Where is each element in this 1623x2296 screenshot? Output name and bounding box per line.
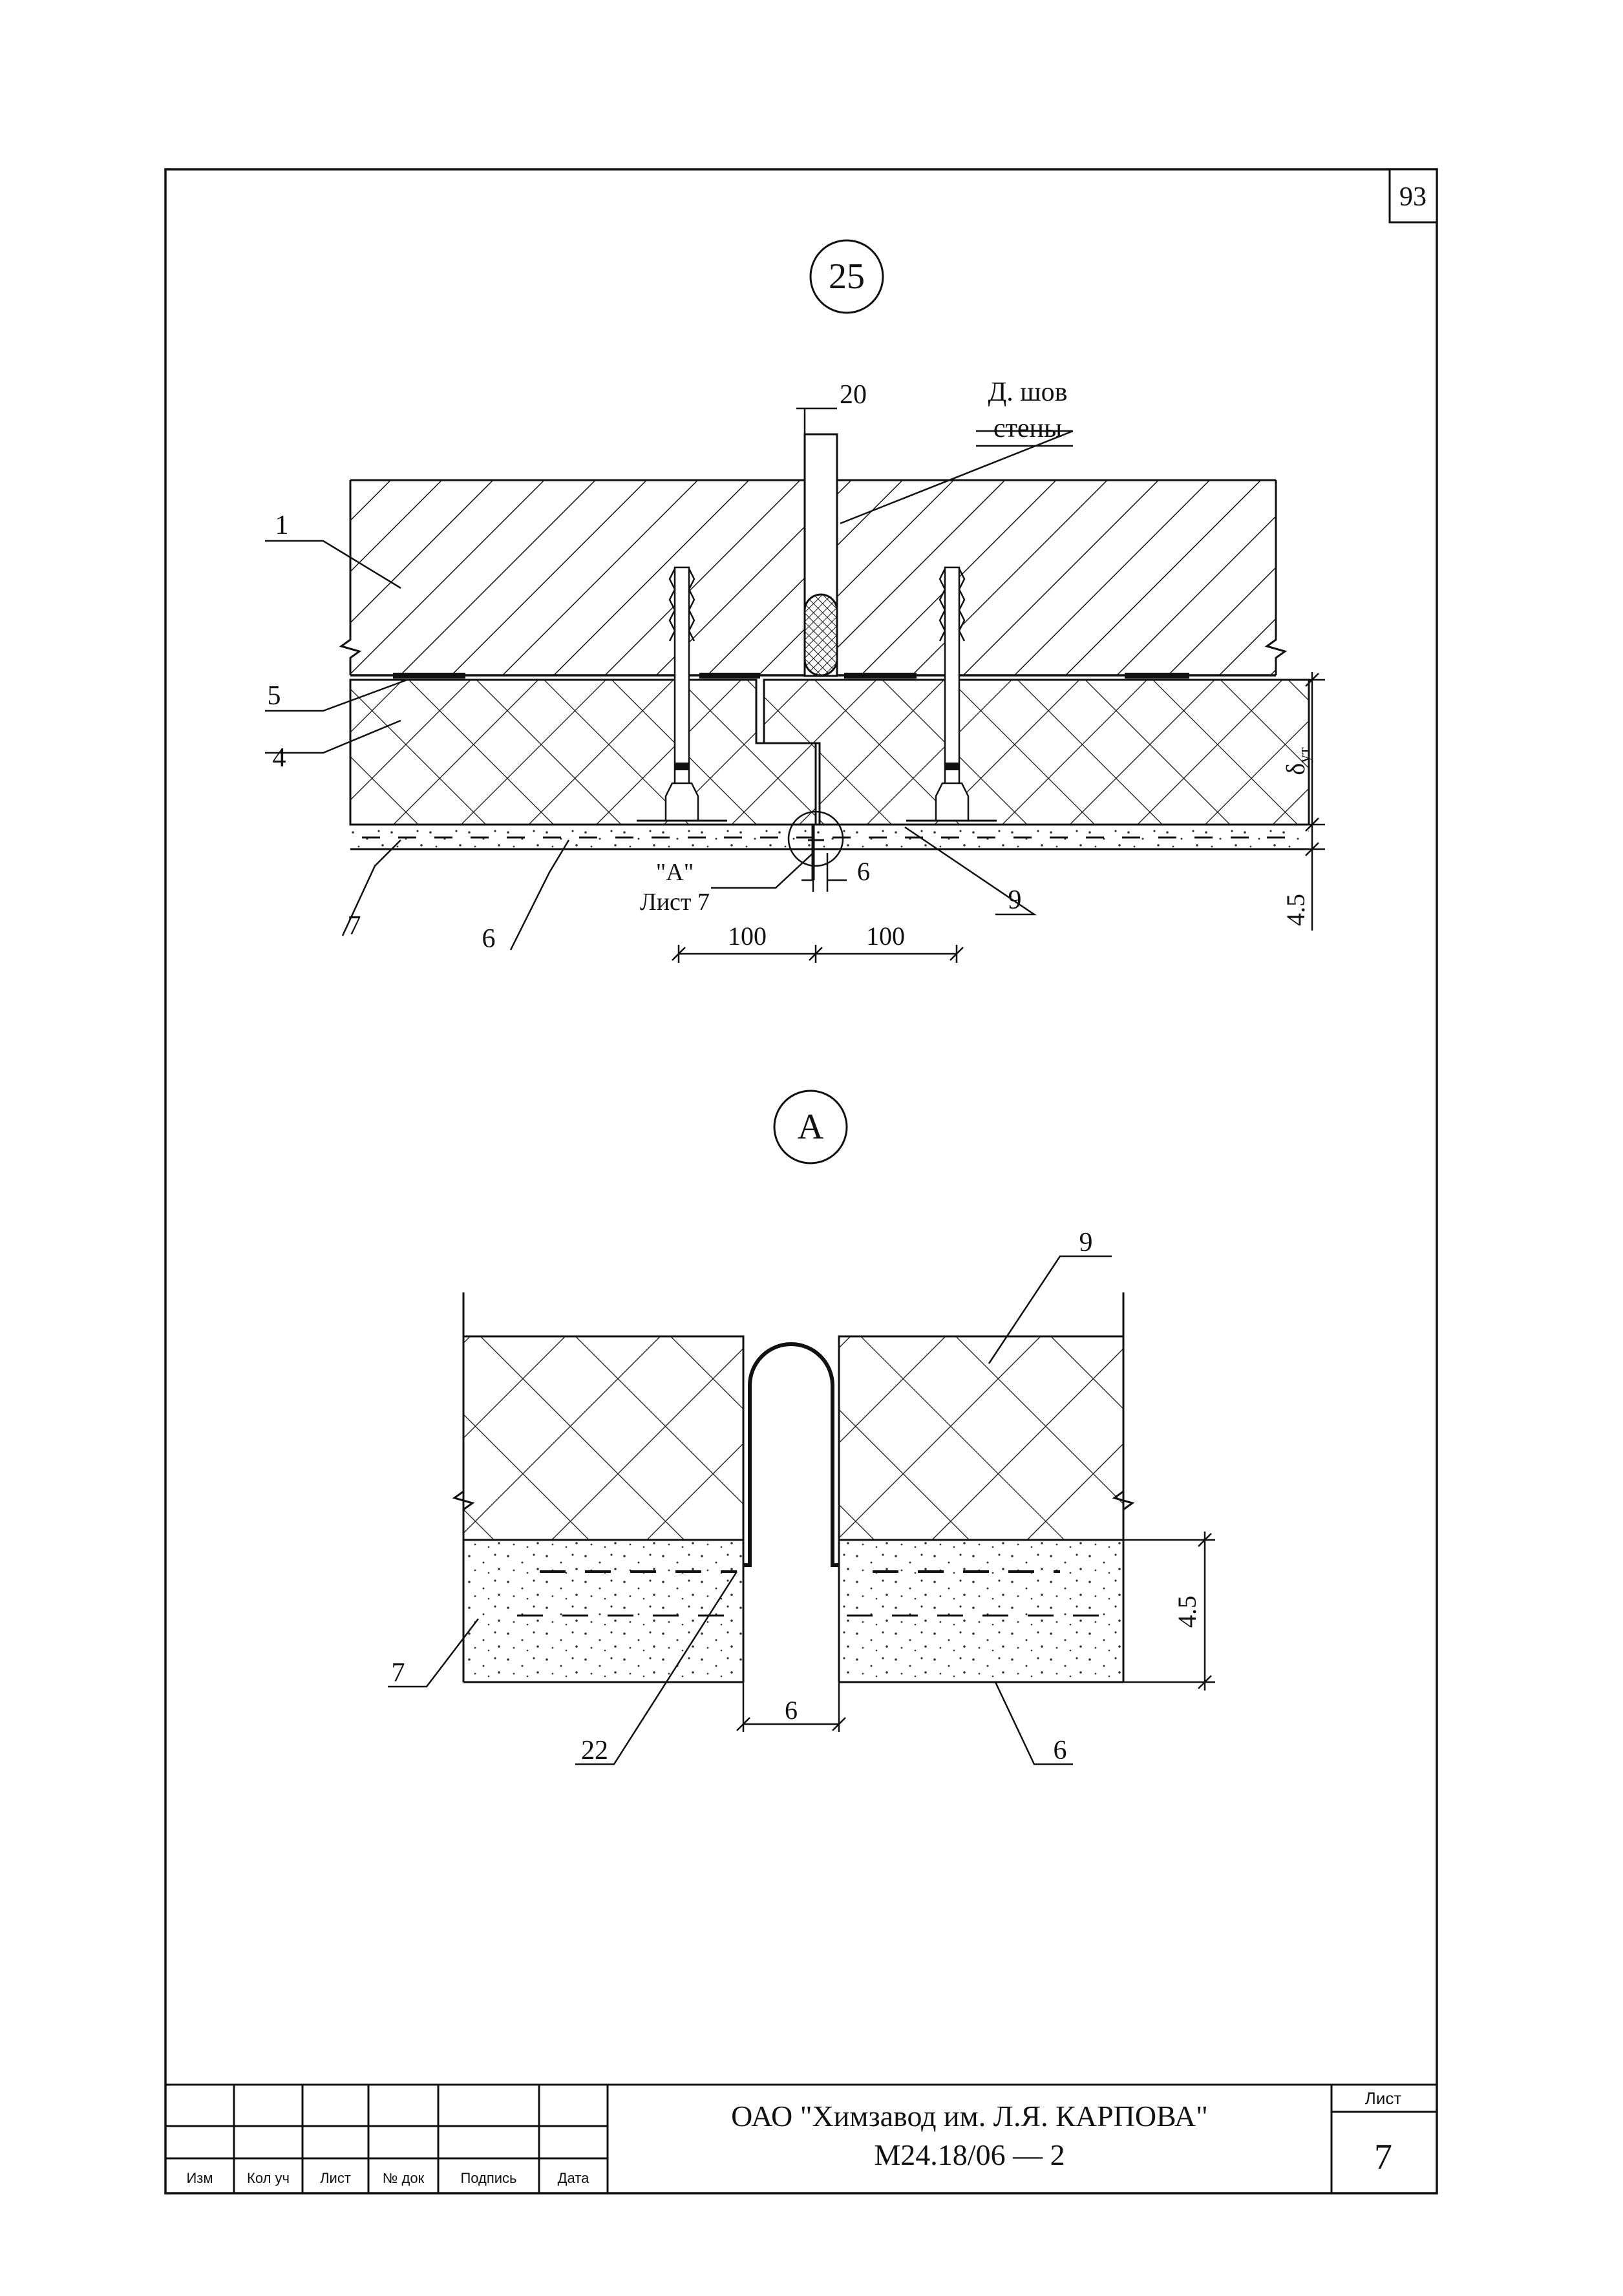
callout-6: 6 (482, 924, 496, 954)
detail-a: А (388, 1090, 1215, 1765)
title-header-no-dok: № док (383, 2170, 425, 2186)
detail-a-dim-layer: 4.5 (1172, 1596, 1202, 1628)
title-sheet-label: Лист (1365, 2089, 1402, 2108)
detail-a-dimensions (736, 1532, 1215, 1731)
dim-gap-25: 6 (857, 857, 870, 886)
sheet-frame: 93 (164, 168, 1438, 2195)
title-header-izm: Изм (186, 2170, 213, 2186)
callout-7: 7 (348, 911, 361, 941)
detail-a-marker (773, 1090, 848, 1164)
detail-a-leaders (388, 1255, 1112, 1765)
callout-20: 20 (840, 380, 867, 410)
detail-25-dimensions (672, 672, 1325, 963)
dim-layer-25: 4.5 (1281, 894, 1310, 926)
ref-a-line1: "А" (656, 859, 694, 886)
adhesive-strips-5 (393, 673, 1189, 679)
joint-label-line2: стены (993, 414, 1062, 443)
joint-sealant-cord (803, 593, 838, 677)
detail-25-marker-label: 25 (829, 257, 865, 297)
title-doc-code: М24.18/06 — 2 (874, 2138, 1065, 2171)
insulation-boards-4 (349, 679, 1310, 826)
dim-right-100: 100 (866, 922, 905, 951)
detail-a-callout-7: 7 (392, 1658, 405, 1688)
detail-25: 25 (265, 239, 1325, 963)
sheet-corner-number: 93 (1399, 182, 1427, 212)
detail-25-marker (809, 239, 884, 314)
title-header-kol-uch: Кол уч (247, 2170, 290, 2186)
detail-a-insulation (452, 1292, 1135, 1541)
detail-a-dim-gap: 6 (785, 1696, 798, 1725)
ref-a-line2: Лист 7 (640, 889, 710, 916)
detail-a-callout-22: 22 (581, 1736, 608, 1765)
callout-1: 1 (275, 511, 289, 540)
detail-a-u-profile-9 (742, 1342, 840, 1732)
title-org-name: ОАО "Химзавод им. Л.Я. КАРПОВА" (731, 2100, 1208, 2133)
title-sheet-number: 7 (1374, 2137, 1392, 2177)
detail-a-render (462, 1539, 1125, 1683)
detail-a-callout-6: 6 (1054, 1736, 1067, 1765)
dim-thickness-symbol: δут (1281, 747, 1313, 775)
anchor-dowel-right (906, 566, 997, 822)
render-layer-7 (350, 823, 1309, 850)
title-header-data: Дата (558, 2170, 589, 2186)
detail-25-leaders (265, 407, 1074, 951)
callout-9: 9 (1008, 885, 1022, 915)
callout-5: 5 (268, 681, 281, 711)
title-header-list: Лист (320, 2170, 351, 2186)
wall-expansion-joint-20 (803, 433, 838, 677)
anchor-dowel-left (637, 566, 727, 822)
callout-4: 4 (273, 743, 286, 773)
title-block: Изм Кол уч Лист № док Подпись Дата ОАО "… (165, 2083, 1437, 2193)
dim-left-100: 100 (728, 922, 767, 951)
title-header-podpis: Подпись (460, 2170, 516, 2186)
joint-label-line1: Д. шов (988, 377, 1068, 407)
detail-a-reference-circle (787, 810, 844, 867)
detail-a-callout-9: 9 (1079, 1228, 1093, 1258)
detail-a-marker-label: А (798, 1107, 824, 1147)
